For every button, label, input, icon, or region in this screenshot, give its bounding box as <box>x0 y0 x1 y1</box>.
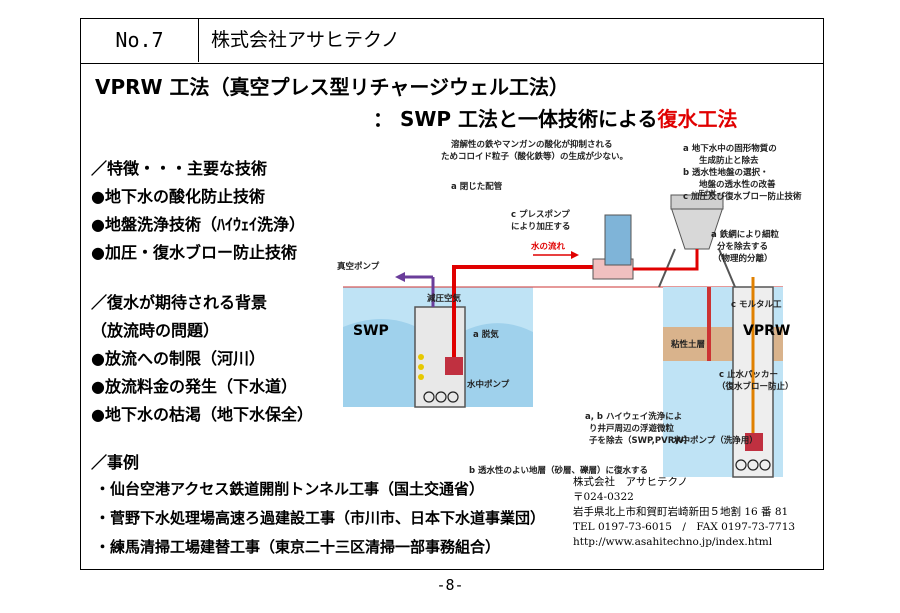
background-item: ●放流への制限（河川） <box>91 349 265 368</box>
cases-heading: ／事例 <box>91 453 140 472</box>
title-line-2: ： SWP 工法と一体技術による復水工法 <box>373 103 737 132</box>
filter-tank <box>670 206 724 250</box>
feature-item: ●加圧・復水ブロー防止技術 <box>91 243 297 262</box>
label-vacuum-pump: 真空ポンプ <box>337 261 380 272</box>
label-highway-2: り井戸周辺の浮遊微粒 <box>589 423 675 434</box>
background-item: ●地下水の枯渇（地下水保全） <box>91 405 313 424</box>
features-heading: ／特徴・・・主要な技術 <box>91 159 268 178</box>
contact-address: 岩手県北上市和賀町岩崎新田５地割 16 番 81 <box>573 506 789 518</box>
case-item: ・練馬清掃工場建替工事（東京二十三区清掃一部事務組合） <box>95 538 501 556</box>
title-line-1: VPRW 工法（真空プレス型リチャージウェル工法） <box>95 75 569 99</box>
slide-number: No.7 <box>81 19 199 62</box>
background-heading: ／復水が期待される背景 <box>91 293 268 312</box>
label-right-note-2: 生成防止と除去 <box>699 155 759 166</box>
label-deaeration: a 脱気 <box>473 329 499 340</box>
vprw-pump-body <box>745 433 763 451</box>
label-right-note-3: b 透水性地盤の選択・ <box>683 167 769 178</box>
vprw-diagram: 溶解性の鉄やマンガンの酸化が抑制される ためコロイド粒子（酸化鉄等）の生成が少な… <box>337 139 802 478</box>
label-top-note-2: ためコロイド粒子（酸化鉄等）の生成が少ない。 <box>441 151 628 162</box>
flow-arrow-head <box>571 251 579 259</box>
right-wave <box>453 323 533 407</box>
label-recharge: b 透水性のよい地層（砂層、礫層）に復水する <box>469 465 648 476</box>
label-vprw: VPRW <box>743 323 790 339</box>
label-press-pump-2: により加圧する <box>511 221 570 232</box>
header-bar: No.7 株式会社アサヒテクノ <box>81 19 823 64</box>
label-mesh-1: a 鉄網により細粒 <box>711 229 780 240</box>
label-pump-left: 水中ポンプ <box>466 379 510 390</box>
contact-tel-fax: TEL 0197-73-6015 / FAX 0197-73-7713 <box>573 521 796 533</box>
page-number: -8- <box>436 576 464 594</box>
flow-circle <box>747 459 759 471</box>
label-top-note-1: 溶解性の鉄やマンガンの酸化が抑制される <box>451 139 613 150</box>
flow-circle <box>435 391 447 403</box>
label-reduced-air: 減圧空気 <box>427 293 462 304</box>
label-pump-right: 水中ポンプ（洗浄用） <box>672 435 758 446</box>
background-subheading: （放流時の問題） <box>91 321 220 340</box>
flow-circle <box>735 459 747 471</box>
label-swp: SWP <box>353 323 389 339</box>
contact-postal: 〒024-0322 <box>573 491 634 503</box>
contact-company: 株式会社 アサヒテクノ <box>573 476 688 488</box>
swp-pump-body <box>445 357 463 375</box>
label-mesh-2: 分を除去する <box>717 241 768 252</box>
label-right-note-5: c 加圧及び復水ブロー防止技術 <box>683 191 802 202</box>
label-mortar: c モルタル工 <box>731 299 782 310</box>
label-highway-1: a, b ハイウェイ洗浄によ <box>585 411 682 422</box>
label-mesh-3: （物理的分離） <box>713 253 773 264</box>
label-pressure-gauge: ☆圧力計 <box>693 189 716 197</box>
title-line-2-prefix: ： SWP 工法と一体技術による <box>373 107 658 131</box>
flow-circle <box>759 459 771 471</box>
red-pipe-2 <box>633 249 699 271</box>
filter-tank-top <box>670 194 724 210</box>
label-clay: 粘性土層 <box>670 339 705 350</box>
label-highway-3: 子を除去（SWP,PVRW） <box>589 435 692 446</box>
left-wave <box>343 319 433 407</box>
label-water-flow: 水の流れ <box>530 241 566 252</box>
vacuum-arrow-head <box>395 272 405 282</box>
label-packer-1: c 止水パッカー <box>719 369 778 380</box>
feature-item: ●地盤洗浄技術（ﾊｲｳｪｲ洗浄） <box>91 215 305 234</box>
label-closed-pipe: a 閉じた配管 <box>451 181 503 192</box>
header-company: 株式会社アサヒテクノ <box>211 29 400 51</box>
flow-circle <box>447 391 459 403</box>
label-right-note-1: a 地下水中の固形物質の <box>683 143 777 154</box>
tank-leg <box>718 248 736 288</box>
contact-url[interactable]: http://www.asahitechno.jp/index.html <box>573 536 773 548</box>
company-contact: 株式会社 アサヒテクノ 〒024-0322 岩手県北上市和賀町岩崎新田５地割 1… <box>573 475 795 550</box>
red-pipe <box>452 265 603 357</box>
slide-frame: No.7 株式会社アサヒテクノ VPRW 工法（真空プレス型リチャージウェル工法… <box>80 18 824 570</box>
background-item: ●放流料金の発生（下水道） <box>91 377 297 396</box>
label-right-note-4: 地盤の透水性の改善 <box>699 179 776 190</box>
case-item: ・仙台空港アクセス鉄道開削トンネル工事（国土交通省） <box>95 480 484 498</box>
feature-item: ●地下水の酸化防止技術 <box>91 187 265 206</box>
label-packer-2: （復水ブロー防止） <box>717 381 794 392</box>
press-pump-tank <box>604 214 632 266</box>
sensor-dot <box>418 354 424 360</box>
label-press-pump-1: c プレスポンプ <box>511 209 570 220</box>
title-highlight: 復水工法 <box>657 107 738 131</box>
sensor-dot <box>418 374 424 380</box>
sensor-dot <box>418 364 424 370</box>
flow-circle <box>423 391 435 403</box>
case-item: ・菅野下水処理場高速ろ過建設工事（市川市、日本下水道事業団） <box>95 509 546 527</box>
